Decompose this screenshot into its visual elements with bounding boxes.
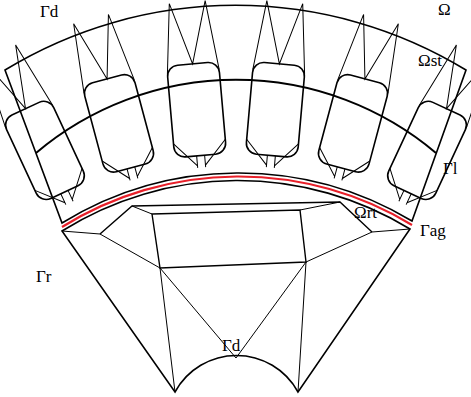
stator-outline	[5, 5, 466, 223]
mesh-line	[62, 229, 410, 392]
stator-mid-arc	[36, 80, 436, 153]
boundary-label: Γd	[40, 3, 58, 20]
stator-slot	[313, 12, 406, 186]
boundary-label: Γag	[420, 222, 446, 239]
stator-slot	[244, 0, 310, 170]
air-gap-line	[62, 176, 412, 227]
mesh-line	[100, 202, 372, 268]
stator-slot	[0, 42, 93, 214]
boundary-label: Γr	[36, 268, 52, 285]
rotor-pocket	[100, 202, 372, 234]
domain-label: Ωrt	[354, 204, 377, 221]
domain-label: Ω	[438, 1, 451, 18]
stator-slot	[66, 12, 159, 186]
boundary-label: Γd	[222, 337, 240, 354]
stator-slot	[379, 42, 471, 214]
domain-label: Ωst	[418, 52, 442, 69]
stator-slot	[161, 0, 227, 170]
magnet	[152, 210, 306, 268]
slots	[0, 0, 471, 214]
rotor-outline	[62, 181, 410, 392]
boundary-label: Γl	[443, 160, 458, 177]
